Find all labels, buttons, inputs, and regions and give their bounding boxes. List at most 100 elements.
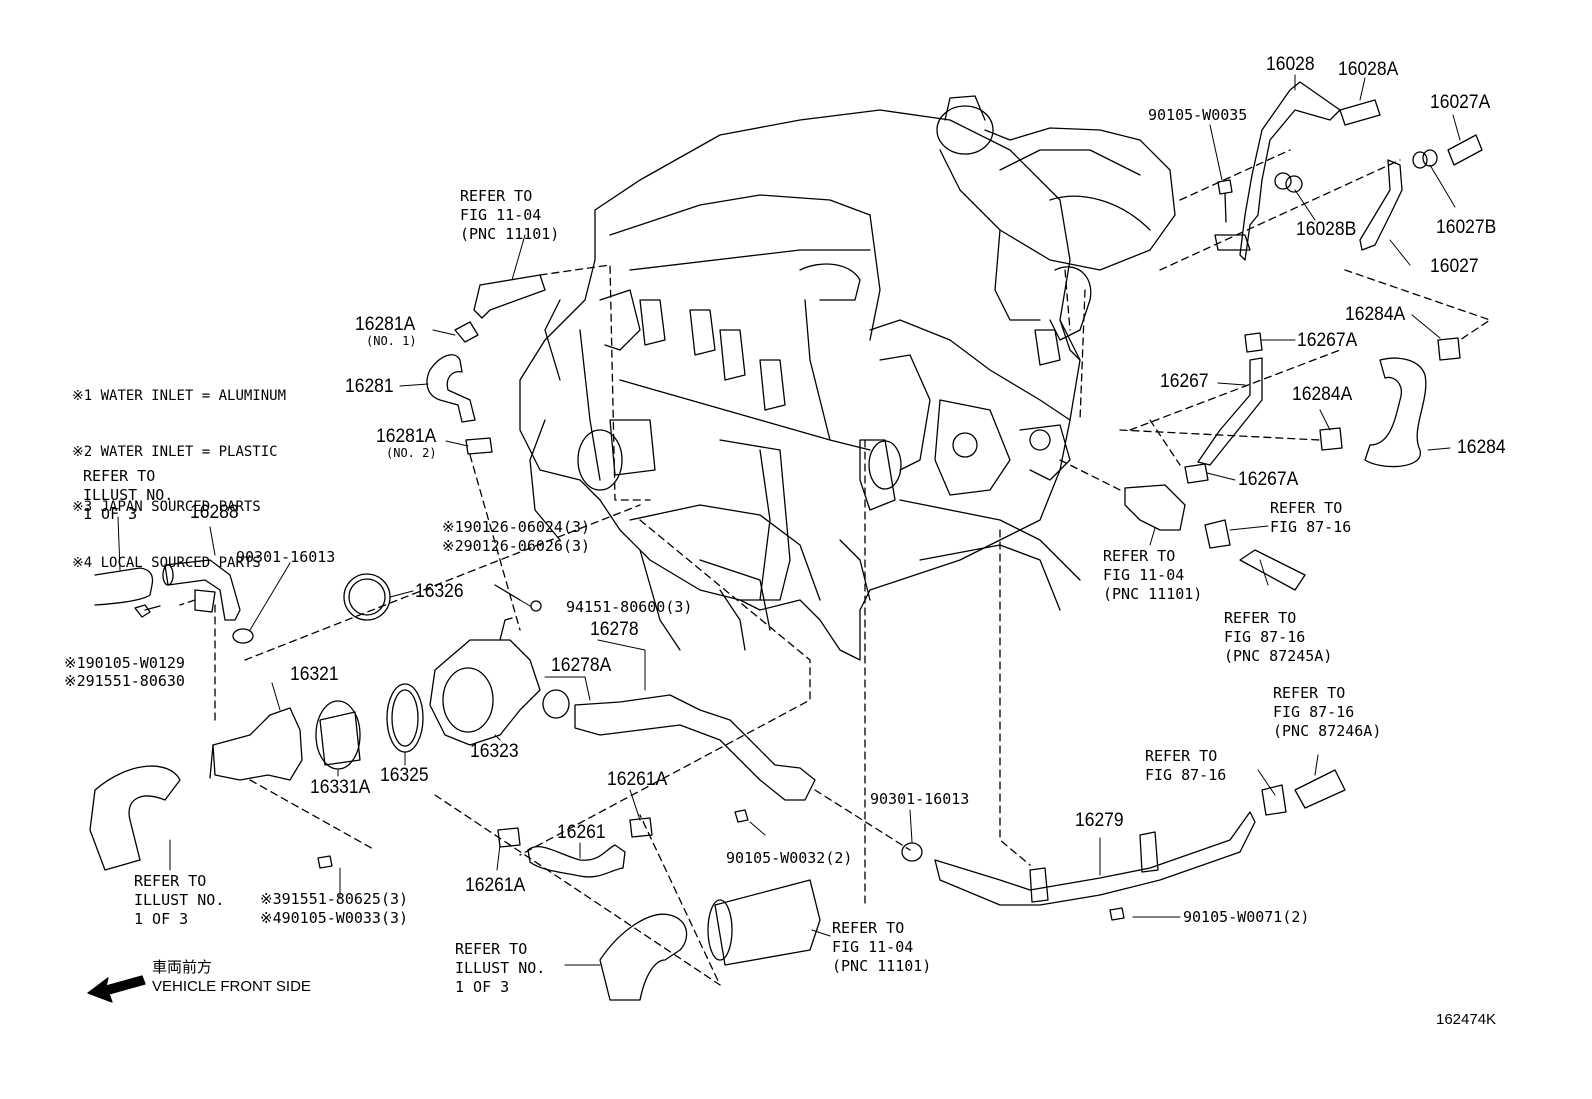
ref-illust-left-top: REFER TO ILLUST NO. 1 OF 3: [83, 467, 174, 523]
connector-fig-11-04: [473, 274, 546, 319]
label-16279: 16279: [1075, 810, 1124, 831]
hose-illust-1: [94, 567, 154, 606]
lower-hose-center: [599, 913, 688, 1001]
label-16331A: 16331A: [310, 777, 371, 798]
clamp-16284A-lower: [1319, 427, 1343, 451]
dashed-leaders: [179, 149, 1491, 986]
clamp-upper-right: [1204, 519, 1231, 549]
bolt-90105-W0071: [1109, 907, 1125, 921]
label-bolt-190105: ※190105-W0129: [64, 654, 185, 672]
bolt-190105: [134, 604, 161, 618]
clamp-16284A-upper: [1437, 337, 1461, 361]
tube-fig-11-04-lower: [714, 879, 821, 966]
clamp-fig-87-16: [1261, 784, 1287, 816]
o-ring-left: [232, 628, 254, 644]
ref-illust-bottom: REFER TO ILLUST NO. 1 OF 3: [455, 940, 546, 996]
caption-japanese: 車両前方: [152, 959, 213, 976]
label-bolt-291551: ※291551-80630: [64, 672, 185, 690]
label-16028B: 16028B: [1296, 219, 1357, 240]
label-16278A: 16278A: [551, 655, 612, 676]
label-16281: 16281: [345, 376, 394, 397]
turbo-outline: [936, 95, 1176, 366]
ref-fig-87-16-87246A: REFER TO FIG 87-16 (PNC 87246A): [1273, 684, 1382, 740]
part-16323-housing: [429, 617, 541, 746]
bolt-90105-W0032: [734, 809, 749, 823]
label-bolt-391551: ※391551-80625(3): [260, 890, 409, 908]
label-16267: 16267: [1160, 371, 1209, 392]
part-16321-water-inlet: [209, 707, 303, 781]
engine-outline: [519, 109, 1081, 661]
note-4: ※4 LOCAL SOURCED PARTS: [72, 554, 261, 571]
ref-fig-11-04-right: REFER TO FIG 11-04 (PNC 11101): [1103, 547, 1203, 603]
label-16323: 16323: [470, 741, 519, 762]
pipe-16279: [934, 811, 1256, 906]
hose-87246A: [1294, 769, 1346, 809]
label-16027A: 16027A: [1430, 92, 1491, 113]
label-16027: 16027: [1430, 256, 1479, 277]
caption-english: VEHICLE FRONT SIDE: [152, 978, 311, 995]
vehicle-front-arrow: [87, 975, 146, 1003]
hose-87245A: [1239, 549, 1306, 591]
label-16284A-upper: 16284A: [1345, 304, 1406, 325]
label-16261: 16261: [557, 822, 606, 843]
label-16028A: 16028A: [1338, 59, 1399, 80]
label-16281A-no1: 16281A: [355, 314, 416, 335]
pipe-16027: [1359, 159, 1403, 251]
label-16288: 16288: [190, 502, 239, 523]
lower-hose-left: [89, 765, 181, 871]
gasket-16326: [343, 573, 391, 621]
label-16284: 16284: [1457, 437, 1506, 458]
label-16281A-no2: 16281A: [376, 426, 437, 447]
ref-fig-11-04-bottom: REFER TO FIG 11-04 (PNC 11101): [832, 919, 932, 975]
label-stud-190126: ※190126-06024(3): [442, 518, 591, 536]
figure-id: 162474K: [1436, 1011, 1497, 1028]
label-16261A-lower: 16261A: [465, 875, 526, 896]
stud-190126: [494, 584, 521, 601]
label-16281A-no1-sub: (NO. 1): [366, 334, 417, 348]
clamp-16267A-lower: [1184, 463, 1209, 484]
legend-notes: ※1 WATER INLET = ALUMINUM ※2 WATER INLET…: [72, 350, 286, 591]
label-16027B: 16027B: [1436, 217, 1497, 238]
label-90105-W0035: 90105-W0035: [1148, 106, 1248, 124]
pipe-16028: [1239, 81, 1341, 261]
o-ring-right: [901, 842, 923, 862]
clamp-16261A-upper: [629, 817, 653, 838]
nut-94151: [530, 600, 542, 612]
clamp-16267A-upper: [1244, 332, 1263, 353]
part-16288-pipe: [162, 559, 241, 621]
gasket-16027B: [1412, 151, 1428, 169]
gasket-16028B: [1274, 172, 1292, 190]
part-16331A-thermostat: [315, 700, 361, 770]
clamp-16261A-lower: [497, 827, 521, 848]
fitting-fig-11-04-right: [1124, 484, 1186, 531]
hose-16267: [1197, 357, 1263, 466]
pipe-16278: [574, 694, 816, 801]
bolt-391551: [317, 855, 333, 869]
o-ring-16278A: [542, 689, 570, 719]
part-16281-hose: [426, 321, 493, 455]
label-90105-W0071: 90105-W0071(2): [1183, 908, 1310, 926]
label-16325: 16325: [380, 765, 429, 786]
label-16028: 16028: [1266, 54, 1315, 75]
note-1: ※1 WATER INLET = ALUMINUM: [72, 388, 287, 404]
note-2: ※2 WATER INLET = PLASTIC: [72, 443, 278, 460]
ref-fig-87-16-87245A: REFER TO FIG 87-16 (PNC 87245A): [1224, 609, 1333, 665]
label-16326: 16326: [415, 581, 464, 602]
label-90105-W0032: 90105-W0032(2): [726, 849, 853, 867]
label-90301-16013-left: 90301-16013: [236, 548, 336, 566]
hose-16284: [1364, 357, 1427, 468]
ref-fig-87-16-clamp-upper: REFER TO FIG 87-16: [1270, 499, 1352, 536]
label-16321: 16321: [290, 664, 339, 685]
bolt-16027A: [1447, 134, 1483, 166]
label-94151-80600: 94151-80600(3): [566, 598, 693, 616]
note-3: ※3 JAPAN SOURCED PARTS: [72, 499, 261, 515]
bolt-16028A: [1339, 99, 1381, 126]
bolt-90105-W0035: [1217, 179, 1233, 223]
label-bolt-490105: ※490105-W0033(3): [260, 909, 409, 927]
label-16267A-upper: 16267A: [1297, 330, 1358, 351]
leader-lines: [117, 74, 1461, 966]
label-16281A-no2-sub: (NO. 2): [386, 446, 437, 460]
label-stud-290126: ※290126-06026(3): [442, 537, 591, 555]
